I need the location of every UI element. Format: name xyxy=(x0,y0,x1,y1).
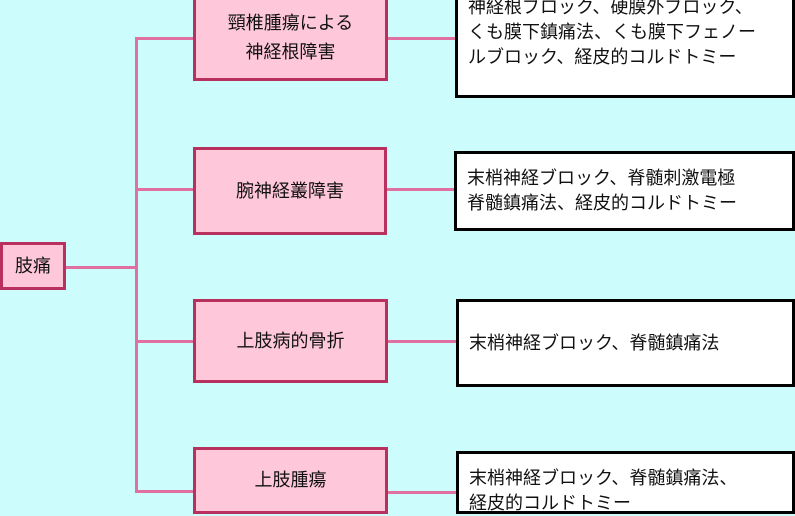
treatment-text: 神経根ブロック、硬膜外ブロック、 くも膜下鎮痛法、くも膜下フェノー ルブロック、… xyxy=(468,0,756,68)
condition-box-1: 頸椎腫瘍による 神経根障害 xyxy=(193,0,388,81)
root-node: 肢痛 xyxy=(0,242,66,290)
treatment-text: 末梢神経ブロック、脊髄鎮痛法、 経皮的コルドトミー xyxy=(469,468,738,514)
treatment-box-4: 末梢神経ブロック、脊髄鎮痛法、 経皮的コルドトミー xyxy=(456,451,795,514)
branch-connector-4 xyxy=(136,490,194,493)
condition-label: 上肢病的骨折 xyxy=(236,330,345,352)
condition-label: 上肢腫瘍 xyxy=(254,470,327,491)
trunk-line xyxy=(135,37,138,493)
treatment-text: 末梢神経ブロック、脊髄刺激電極 脊髄鎮痛法、経皮的コルドトミー xyxy=(467,168,737,214)
treatment-box-1: 神経根ブロック、硬膜外ブロック、 くも膜下鎮痛法、くも膜下フェノー ルブロック、… xyxy=(455,0,795,98)
treatment-connector-3 xyxy=(388,340,456,343)
root-connector xyxy=(66,266,136,269)
treatment-connector-2 xyxy=(387,188,456,191)
condition-box-4: 上肢腫瘍 xyxy=(193,447,388,514)
condition-box-2: 腕神経叢障害 xyxy=(193,147,387,235)
condition-label: 頸椎腫瘍による 神経根障害 xyxy=(227,12,354,63)
condition-label: 腕神経叢障害 xyxy=(236,180,344,202)
treatment-box-2: 末梢神経ブロック、脊髄刺激電極 脊髄鎮痛法、経皮的コルドトミー xyxy=(454,151,795,231)
root-label: 肢痛 xyxy=(15,255,51,277)
treatment-connector-1 xyxy=(388,37,456,40)
treatment-connector-4 xyxy=(388,491,456,494)
treatment-box-3: 末梢神経ブロック、脊髄鎮痛法 xyxy=(456,299,795,387)
branch-connector-3 xyxy=(136,340,194,343)
treatment-text: 末梢神経ブロック、脊髄鎮痛法 xyxy=(469,332,720,354)
condition-box-3: 上肢病的骨折 xyxy=(193,299,388,383)
branch-connector-2 xyxy=(136,188,194,191)
branch-connector-1 xyxy=(136,37,194,40)
